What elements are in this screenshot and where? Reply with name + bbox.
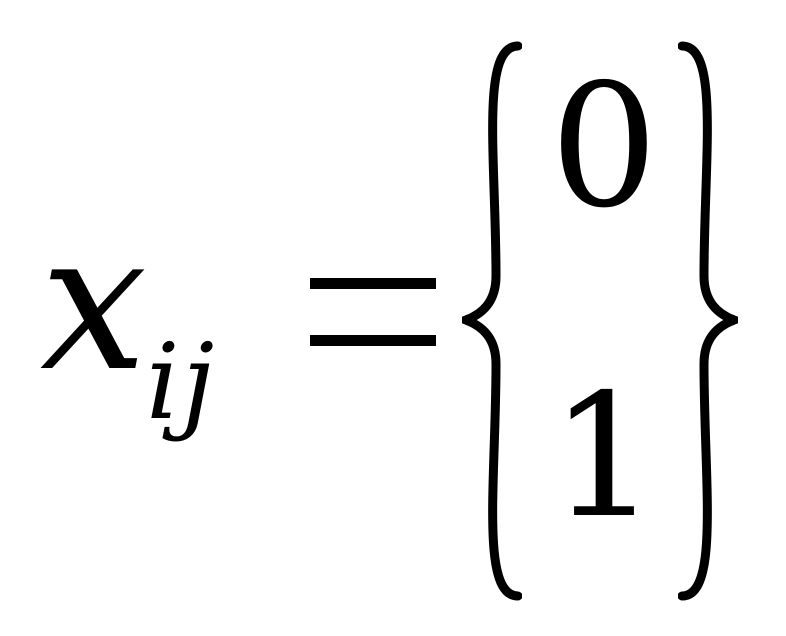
- value-one: 1: [549, 358, 659, 556]
- equals-bar-bottom: [310, 335, 436, 346]
- left-brace: [462, 41, 522, 601]
- value-zero: 0: [549, 48, 659, 246]
- right-brace: [678, 41, 738, 601]
- subscript-ij: ij: [146, 321, 217, 443]
- equals-sign: [310, 278, 436, 346]
- equals-bar-top: [310, 278, 436, 289]
- variable-x: x: [40, 192, 148, 413]
